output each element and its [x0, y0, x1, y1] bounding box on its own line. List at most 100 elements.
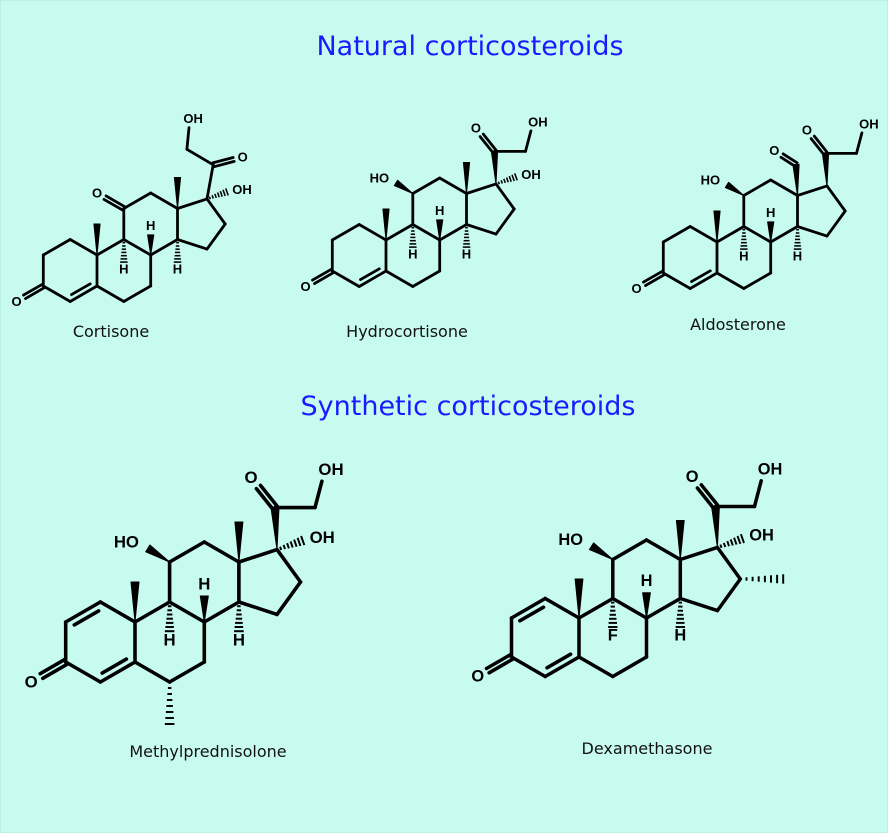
- substituent-ho11-wedge-bond: [393, 179, 414, 194]
- bond-c8-c9: [411, 223, 442, 242]
- bond-c10-c1: [543, 596, 581, 620]
- bond-c14-c8: [202, 600, 241, 624]
- bond-c17-c13: [176, 197, 209, 210]
- substituent-o17-hash-line: [726, 540, 730, 547]
- substituent-o20-double-bond: [212, 160, 236, 169]
- bond-c1-c2: [661, 225, 692, 244]
- atom-label-o17: OH: [310, 528, 335, 547]
- atom-label-h8: H: [641, 572, 653, 590]
- substituent-m19-wedge-bond: [713, 210, 721, 243]
- substituent-ho11-wedge-bond: [588, 542, 614, 560]
- atom-label-o20: O: [471, 121, 481, 136]
- bond-c8-c9: [167, 600, 207, 624]
- atom-label-o3: O: [631, 281, 641, 296]
- substituent-o17-hash-line: [503, 178, 507, 184]
- substituent-o21-bond: [313, 479, 324, 510]
- bond-c6-c7: [742, 271, 773, 290]
- bond-c8-c9: [122, 238, 153, 257]
- substituent-o21-bond: [752, 479, 763, 509]
- atom-label-h14: H: [462, 246, 471, 261]
- substituent-o18-double-bond: [779, 155, 797, 168]
- atom-label-h14: H: [793, 248, 802, 263]
- substituent-o20-double-bond: [481, 132, 498, 152]
- substituent-o17-hash-line: [224, 188, 229, 196]
- substituent-o11-double-bond: [102, 198, 125, 212]
- substituent-o17-hash-line: [293, 539, 298, 548]
- atom-label-o20: O: [686, 468, 699, 486]
- substituent-m19-wedge-bond: [574, 578, 584, 619]
- substituent-ho11-wedge-bond: [724, 181, 745, 196]
- substituent-o17-hash-line: [296, 537, 302, 547]
- double-bond-c1-c2: [72, 609, 101, 627]
- substituent-o21-bond: [185, 126, 191, 151]
- substituent-o17-hash-line: [733, 537, 738, 545]
- substituent-h8-wedge-bond: [147, 234, 155, 256]
- bond-c3-c4: [661, 271, 692, 290]
- substituent-o20-double-bond: [695, 486, 716, 510]
- bond-c15-c16: [825, 209, 847, 238]
- atom-label-o3: O: [11, 294, 21, 309]
- bond-c4-c5: [98, 660, 137, 684]
- substituent-m18-wedge-bond: [234, 521, 244, 563]
- bond-c14-c8: [149, 238, 179, 257]
- bond-c16-c17: [275, 547, 303, 584]
- atom-label-h9: H: [119, 261, 128, 276]
- substituent-o20-double-bond: [211, 156, 235, 165]
- substituent-o21-bond: [855, 131, 864, 155]
- substituent-h8-wedge-bond: [199, 595, 209, 623]
- bond-c5-c6: [384, 269, 415, 288]
- substituent-o17-hash-line: [508, 175, 512, 182]
- bond-c6-c7: [611, 655, 649, 679]
- bond-c1-c2: [41, 238, 72, 257]
- atom-label-o17: OH: [521, 167, 541, 182]
- bond-c6-c7: [167, 660, 207, 684]
- substituent-o17-hash-line: [211, 195, 215, 199]
- substituent-h8-wedge-bond: [767, 221, 775, 243]
- substituent-m18-wedge-bond: [462, 162, 471, 194]
- bond-c6-c7: [411, 269, 442, 288]
- bond-c4-c5: [68, 284, 99, 303]
- substituent-o17-hash-line: [505, 177, 509, 183]
- bond-c15-c16: [494, 207, 516, 236]
- substituent-o20-double-bond: [809, 137, 826, 156]
- bond-c6-c7: [122, 284, 153, 303]
- bond-c14-c8: [769, 225, 799, 244]
- substituent-o17-hash-line: [219, 190, 223, 197]
- atom-label-h9: H: [408, 246, 417, 261]
- atom-label-o17: OH: [749, 527, 774, 545]
- bond-c16-c17: [825, 184, 847, 213]
- atom-label-o21: OH: [859, 116, 879, 131]
- substituent-o20-double-bond: [478, 135, 495, 154]
- substituent-o3-double-bond: [311, 267, 333, 282]
- substituent-m19-wedge-bond: [93, 223, 101, 256]
- bond-c17-c13: [796, 184, 829, 197]
- bond-c12-c13: [149, 191, 179, 210]
- atom-label-o11: O: [92, 186, 102, 201]
- atom-label-f9: F: [608, 627, 618, 645]
- bond-c14-c15: [465, 223, 498, 236]
- atom-label-h14: H: [173, 261, 182, 276]
- atom-label-h14: H: [233, 631, 245, 650]
- atom-label-o20: O: [802, 123, 812, 138]
- substituent-o20-double-bond: [699, 483, 720, 507]
- substituent-o17-hash-line: [286, 542, 290, 549]
- substituent-o17-hash-line: [214, 193, 218, 199]
- bond-c10-c1: [357, 223, 388, 242]
- atom-label-h8: H: [198, 575, 210, 594]
- bond-c11-c12: [611, 538, 649, 562]
- substituent-o3-double-bond: [313, 271, 335, 285]
- bond-c14-c8: [644, 596, 683, 620]
- substituent-o3-double-bond: [487, 657, 515, 675]
- substituent-m19-wedge-bond: [130, 581, 140, 623]
- cortisone-label: Cortisone: [73, 322, 149, 341]
- bond-c10-c1: [688, 225, 719, 244]
- atom-label-h14: H: [674, 627, 686, 645]
- bond-c4-c5: [357, 269, 388, 288]
- substituent-m18-wedge-bond: [675, 520, 685, 560]
- substituent-o3-double-bond: [644, 273, 666, 287]
- atom-label-ho11: HO: [558, 531, 583, 549]
- bond-c9-c10: [95, 238, 126, 257]
